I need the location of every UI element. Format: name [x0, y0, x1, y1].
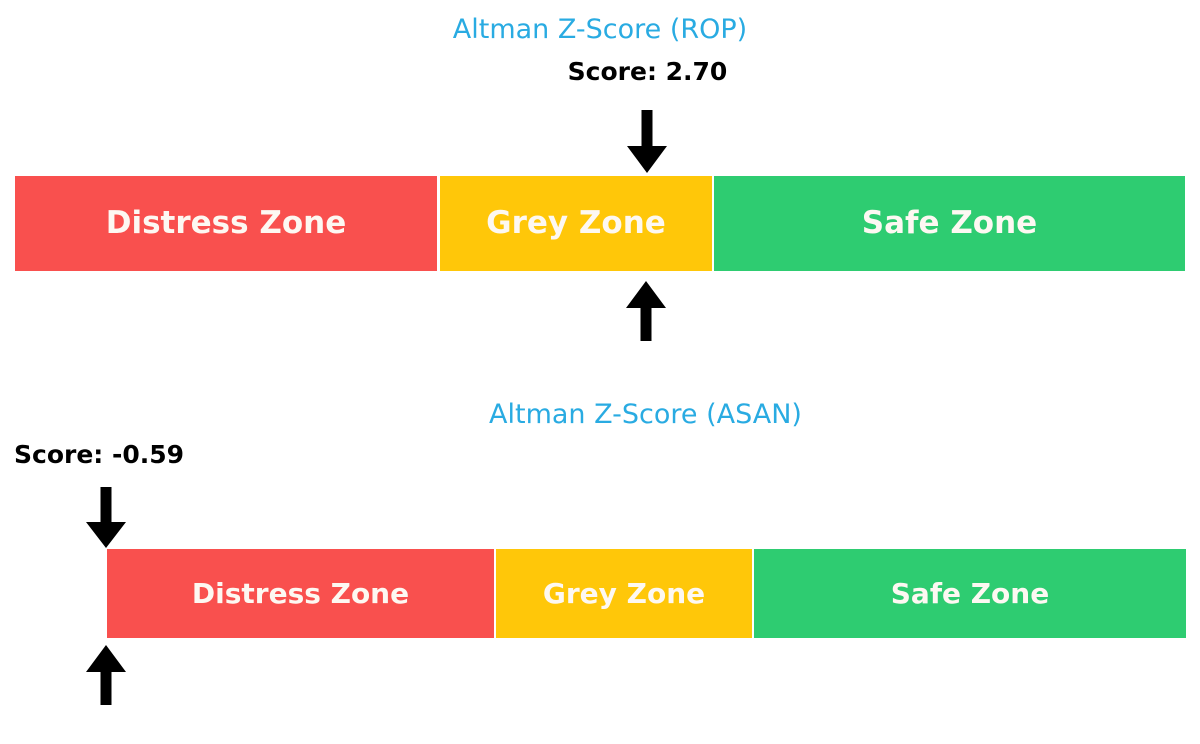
zone-label-grey-rop: Grey Zone: [486, 205, 666, 241]
zone-grey-asan: Grey Zone: [496, 549, 752, 638]
score-label-rop: Score: 2.70: [567, 57, 728, 86]
zone-bar-asan: Distress Zone Grey Zone Safe Zone: [107, 549, 1186, 638]
zone-safe-rop: Safe Zone: [714, 176, 1185, 271]
zone-grey-rop: Grey Zone: [440, 176, 712, 271]
zone-label-distress-rop: Distress Zone: [105, 205, 347, 241]
zone-label-distress-asan: Distress Zone: [191, 576, 410, 610]
bottom-marker-arrow-rop: [625, 281, 667, 342]
zone-label-grey-asan: Grey Zone: [542, 576, 706, 610]
chart-title-rop: Altman Z-Score (ROP): [452, 14, 748, 45]
zone-safe-asan: Safe Zone: [754, 549, 1186, 638]
zone-distress-rop: Distress Zone: [15, 176, 437, 271]
zone-label-safe-asan: Safe Zone: [890, 576, 1050, 610]
bottom-marker-arrow-asan: [85, 645, 127, 706]
top-marker-arrow-asan: [85, 487, 127, 549]
top-marker-arrow-rop: [626, 110, 668, 174]
zone-bar-rop: Distress Zone Grey Zone Safe Zone: [15, 176, 1185, 271]
chart-title-asan: Altman Z-Score (ASAN): [489, 399, 802, 430]
zone-distress-asan: Distress Zone: [107, 549, 494, 638]
score-label-asan: Score: -0.59: [14, 440, 185, 469]
zone-label-safe-rop: Safe Zone: [861, 205, 1038, 241]
